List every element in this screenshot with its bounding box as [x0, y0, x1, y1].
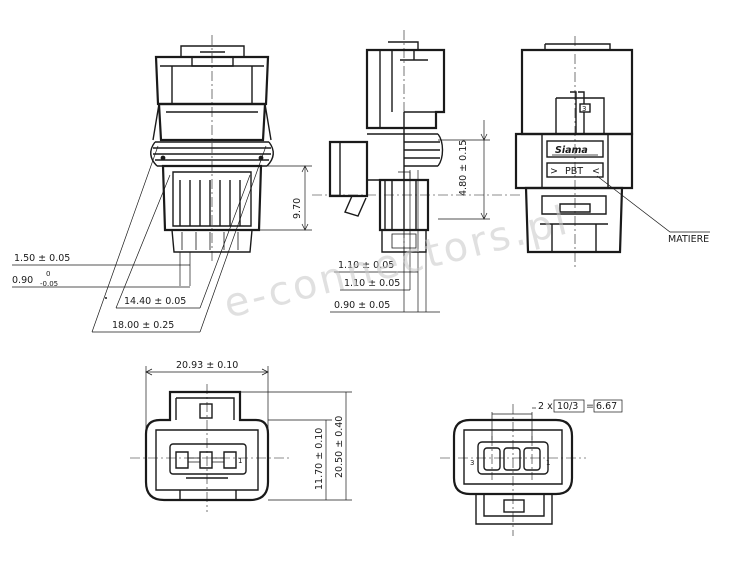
rear-face-dimensions: 2 x 10/3 = 6.67	[491, 399, 623, 440]
dim-0-90-upper: 0	[46, 270, 50, 278]
pitch-count: 2 x	[538, 401, 553, 412]
pitch-equals: =	[586, 401, 594, 412]
dim-1-10-a: 1.10 ± 0.05	[338, 260, 394, 271]
dim-11-70: 11.70 ± 0.10	[314, 428, 325, 490]
brand-logo: Siama	[555, 145, 588, 156]
front-view-dimensions: 9.70 1.50 ± 0.05 0.90 0 -0.05 14.40 ± 0.…	[12, 145, 312, 333]
front-face-view: 1	[130, 384, 290, 512]
rear-elevation-view: 3 Siama > PBT < MATIERE	[514, 36, 710, 268]
pin-1-front-label: 1	[238, 457, 242, 465]
dim-9-70: 9.70	[292, 198, 303, 219]
dim-1-10-b: 1.10 ± 0.05	[344, 278, 400, 289]
dim-18-00: 18.00 ± 0.25	[112, 320, 174, 331]
material-suffix: <	[592, 166, 600, 177]
dim-14-40: 14.40 ± 0.05	[124, 296, 186, 307]
dim-0-90-lower: -0.05	[40, 280, 58, 288]
dim-4-80: 4.80 ± 0.15	[458, 140, 469, 196]
material-pbt: PBT	[565, 166, 583, 177]
pitch-value: 10/3	[557, 401, 578, 412]
matiere-label: MATIERE	[668, 234, 709, 245]
dim-0-90-b: 0.90 ± 0.05	[334, 300, 390, 311]
pin-3-rear-label: 3	[582, 105, 586, 113]
front-elevation-view	[150, 35, 274, 262]
dim-20-93: 20.93 ± 0.10	[176, 360, 238, 371]
pin-3-side-label: 3	[470, 459, 474, 467]
front-face-dimensions: 20.93 ± 0.10 11.70 ± 0.10 20.50 ± 0.40	[145, 360, 352, 501]
dim-20-50: 20.50 ± 0.40	[334, 416, 345, 478]
side-view-dimensions: 4.80 ± 0.15 1.10 ± 0.05 1.10 ± 0.05 0.90…	[330, 120, 490, 313]
side-elevation-view	[312, 30, 520, 262]
dim-0-90-main: 0.90	[12, 275, 33, 286]
material-prefix: >	[550, 166, 558, 177]
rear-face-view: 3 1	[440, 404, 586, 536]
watermark-text: e-connectors.pl	[219, 197, 574, 327]
pitch-result: 6.67	[596, 401, 617, 412]
pin-1-rear-face-label: 1	[546, 459, 550, 467]
dim-1-50: 1.50 ± 0.05	[14, 253, 70, 264]
